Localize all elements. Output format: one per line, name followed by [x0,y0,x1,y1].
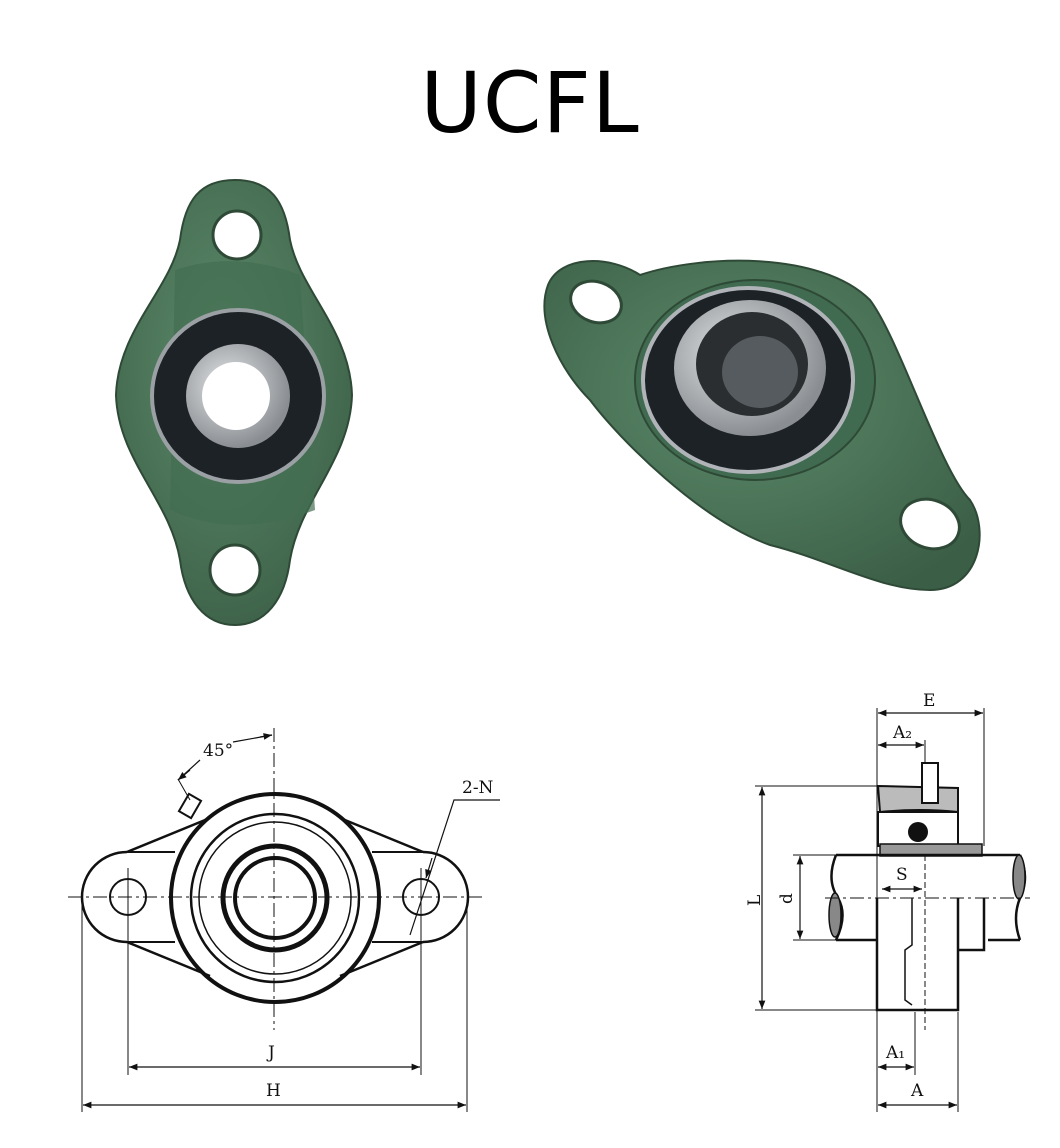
dimension-h-label: H [266,1081,281,1101]
grease-fitting [177,792,203,820]
dimension-e-label: E [923,691,935,711]
hole-label: 2-N [462,778,494,798]
dimension-s-label: S [896,865,908,885]
bearing-photo-front [114,178,354,627]
bearing-photo-angled [543,259,981,592]
mount-hole-top [211,209,263,261]
side-view-drawing: E A₂ L d S A₁ A [745,691,1030,1112]
product-title: UCFL [420,54,640,152]
mount-hole-right [899,497,961,551]
grease-fitting [921,762,939,804]
bore [202,362,270,430]
dimension-d-label: d [777,893,797,904]
dimension-l-label: L [745,895,765,906]
dimension-a2-label: A₂ [892,723,912,743]
dimension-a1-label: A₁ [885,1043,905,1063]
angle-label: 45° [203,741,233,761]
dimension-a-label: A [910,1081,924,1101]
front-view-drawing: J H 45° 2-N [68,728,500,1112]
mount-hole-left [569,279,623,325]
dimension-j-label: J [266,1043,275,1063]
mount-hole-bottom [208,543,262,597]
